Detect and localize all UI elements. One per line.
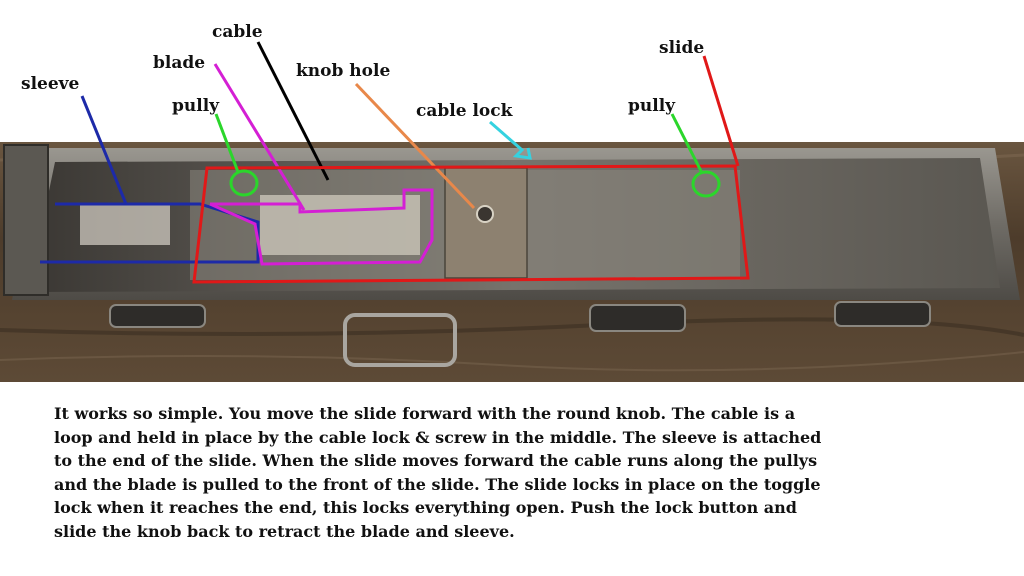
label-knob-hole: knob hole: [296, 61, 391, 81]
cable-lock-pointer: [489, 120, 532, 160]
caption-line: slide the knob back to retract the blade…: [54, 521, 515, 541]
caption-line: loop and held in place by the cable lock…: [54, 427, 822, 447]
knob-hole-pointer: [354, 82, 476, 210]
label-blade: blade: [153, 53, 206, 73]
label-cable: cable: [212, 22, 263, 42]
pully-left-marker: [214, 113, 259, 197]
label-pully-left: pully: [172, 96, 220, 116]
sleeve-outline: [40, 95, 260, 264]
caption-line: lock when it reaches the end, this locks…: [54, 498, 797, 517]
label-sleeve: sleeve: [21, 74, 80, 94]
explanation-caption: It works so simple. You move the slide f…: [54, 402, 954, 543]
caption-line: to the end of the slide. When the slide …: [54, 451, 818, 470]
label-cable-lock: cable lock: [416, 101, 513, 121]
caption-line: It works so simple. You move the slide f…: [54, 404, 796, 423]
blade-outline: [209, 63, 434, 266]
label-pully-right: pully: [628, 96, 676, 116]
metal-housing: [3, 144, 1020, 367]
slide-outline: [192, 55, 750, 284]
label-slide: slide: [659, 38, 705, 58]
cable-pointer: [256, 41, 330, 181]
pully-right-marker: [670, 113, 721, 198]
caption-line: and the blade is pulled to the front of …: [54, 474, 821, 494]
